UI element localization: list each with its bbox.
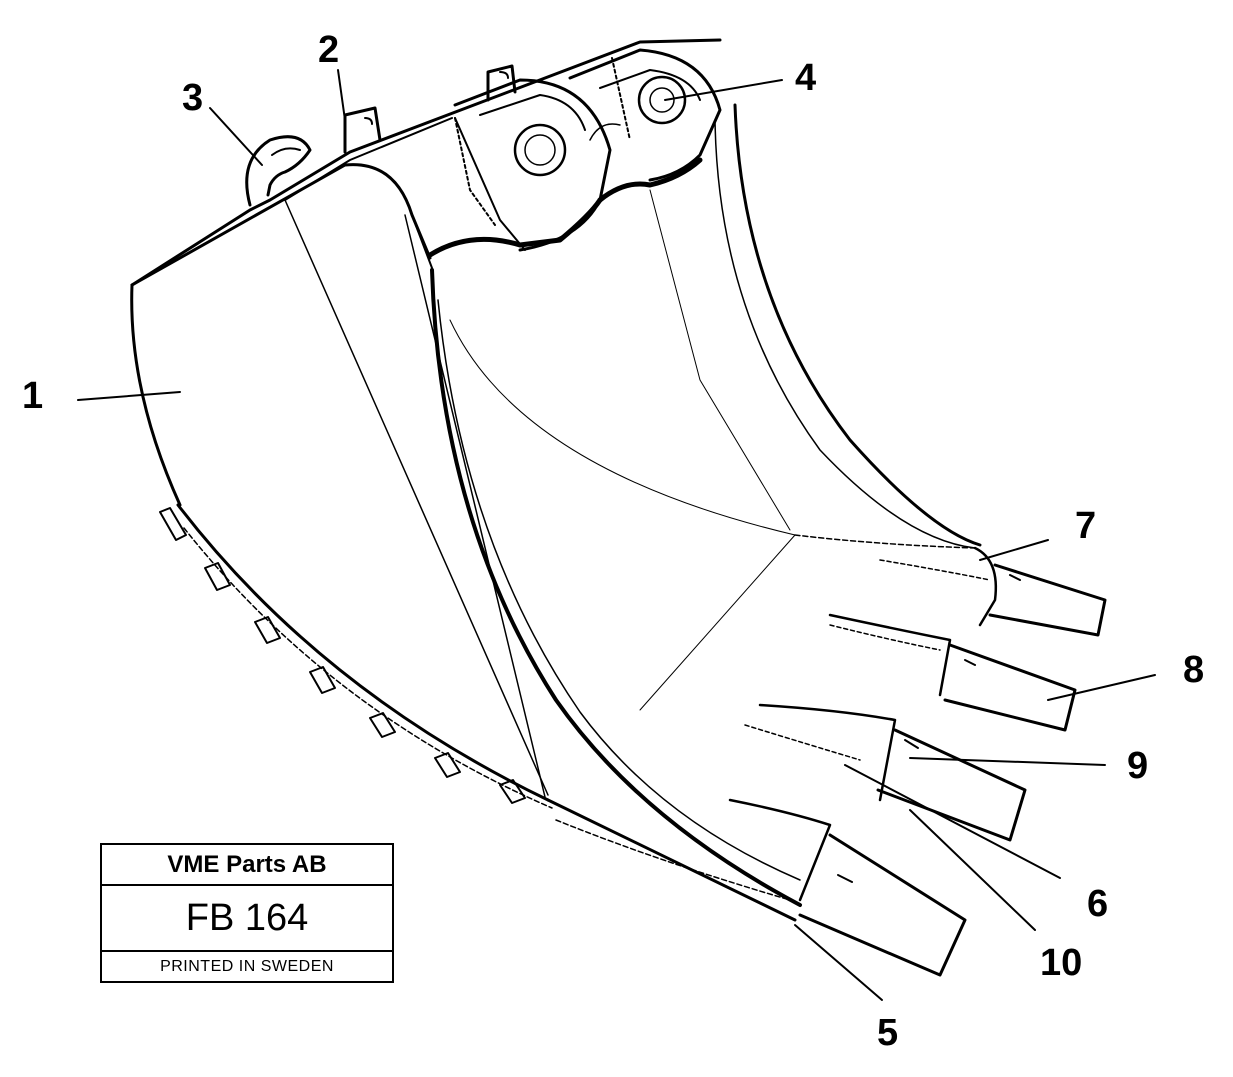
callout-3: 3 [182,77,203,119]
leader-lines [77,69,1156,1001]
callout-4: 4 [795,57,816,99]
drawing-code: FB 164 [102,886,392,952]
callout-2: 2 [318,29,339,71]
bracket-lug [343,64,517,154]
bottom-wear-plates [159,503,553,809]
interior-lines [449,319,976,711]
side-plate [130,163,549,798]
callout-1: 1 [22,375,43,417]
callout-5: 5 [877,1012,898,1054]
printed-note: PRINTED IN SWEDEN [160,957,334,975]
tooth-1 [879,546,1107,637]
hinge-brackets [427,48,722,258]
tooth-4 [728,798,967,977]
title-block: VME Parts AB FB 164 PRINTED IN SWEDEN [100,843,394,983]
callout-8: 8 [1183,649,1204,691]
callout-9: 9 [1127,745,1148,787]
callout-6: 6 [1087,883,1108,925]
callout-10: 10 [1040,942,1082,984]
company-name: VME Parts AB [102,845,392,886]
bucket-lip [430,268,802,922]
tooth-2 [828,613,1077,732]
callout-7: 7 [1075,505,1096,547]
right-side-plate [649,103,982,549]
tooth-3 [744,703,1027,842]
